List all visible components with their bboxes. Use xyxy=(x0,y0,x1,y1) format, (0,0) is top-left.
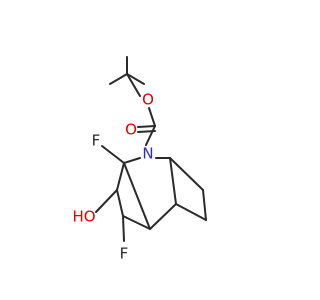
bond-c2-oh xyxy=(95,189,118,213)
bond-c6-c7 xyxy=(169,157,204,191)
atom-oh: HO xyxy=(72,208,95,226)
bond-c8-c5 xyxy=(175,203,207,221)
bond-c1-c2 xyxy=(116,162,125,191)
bond-carbonyl-double-1 xyxy=(137,125,156,128)
bond-n-c1 xyxy=(123,157,141,164)
bond-c7-c8 xyxy=(202,189,207,221)
atom-f-bottom: F xyxy=(120,245,129,263)
bond-c4-c5 xyxy=(149,203,177,230)
atom-o-ester: O xyxy=(142,91,154,109)
bond-o-carbonyl-c xyxy=(148,107,156,127)
bond-tbu-c-left xyxy=(109,73,128,85)
atom-o-carbonyl: O xyxy=(125,121,137,139)
bond-tbu-c-right xyxy=(126,73,145,85)
bond-c5-c6 xyxy=(169,157,177,205)
bond-tbu-c-o xyxy=(126,73,141,97)
bond-bridge-c1-c5 xyxy=(123,162,151,230)
molecule-diagram: O O N F HO F xyxy=(72,56,207,263)
bond-c3-c4 xyxy=(122,215,151,230)
atom-n: N xyxy=(142,145,153,163)
bond-c1-f xyxy=(101,145,125,164)
bond-c3-f xyxy=(122,215,125,242)
atom-f-top: F xyxy=(92,132,101,150)
bond-carbonyl-n xyxy=(145,125,156,146)
structure-canvas: O O N F HO F xyxy=(72,56,207,263)
bond-c2-c3 xyxy=(116,189,124,217)
